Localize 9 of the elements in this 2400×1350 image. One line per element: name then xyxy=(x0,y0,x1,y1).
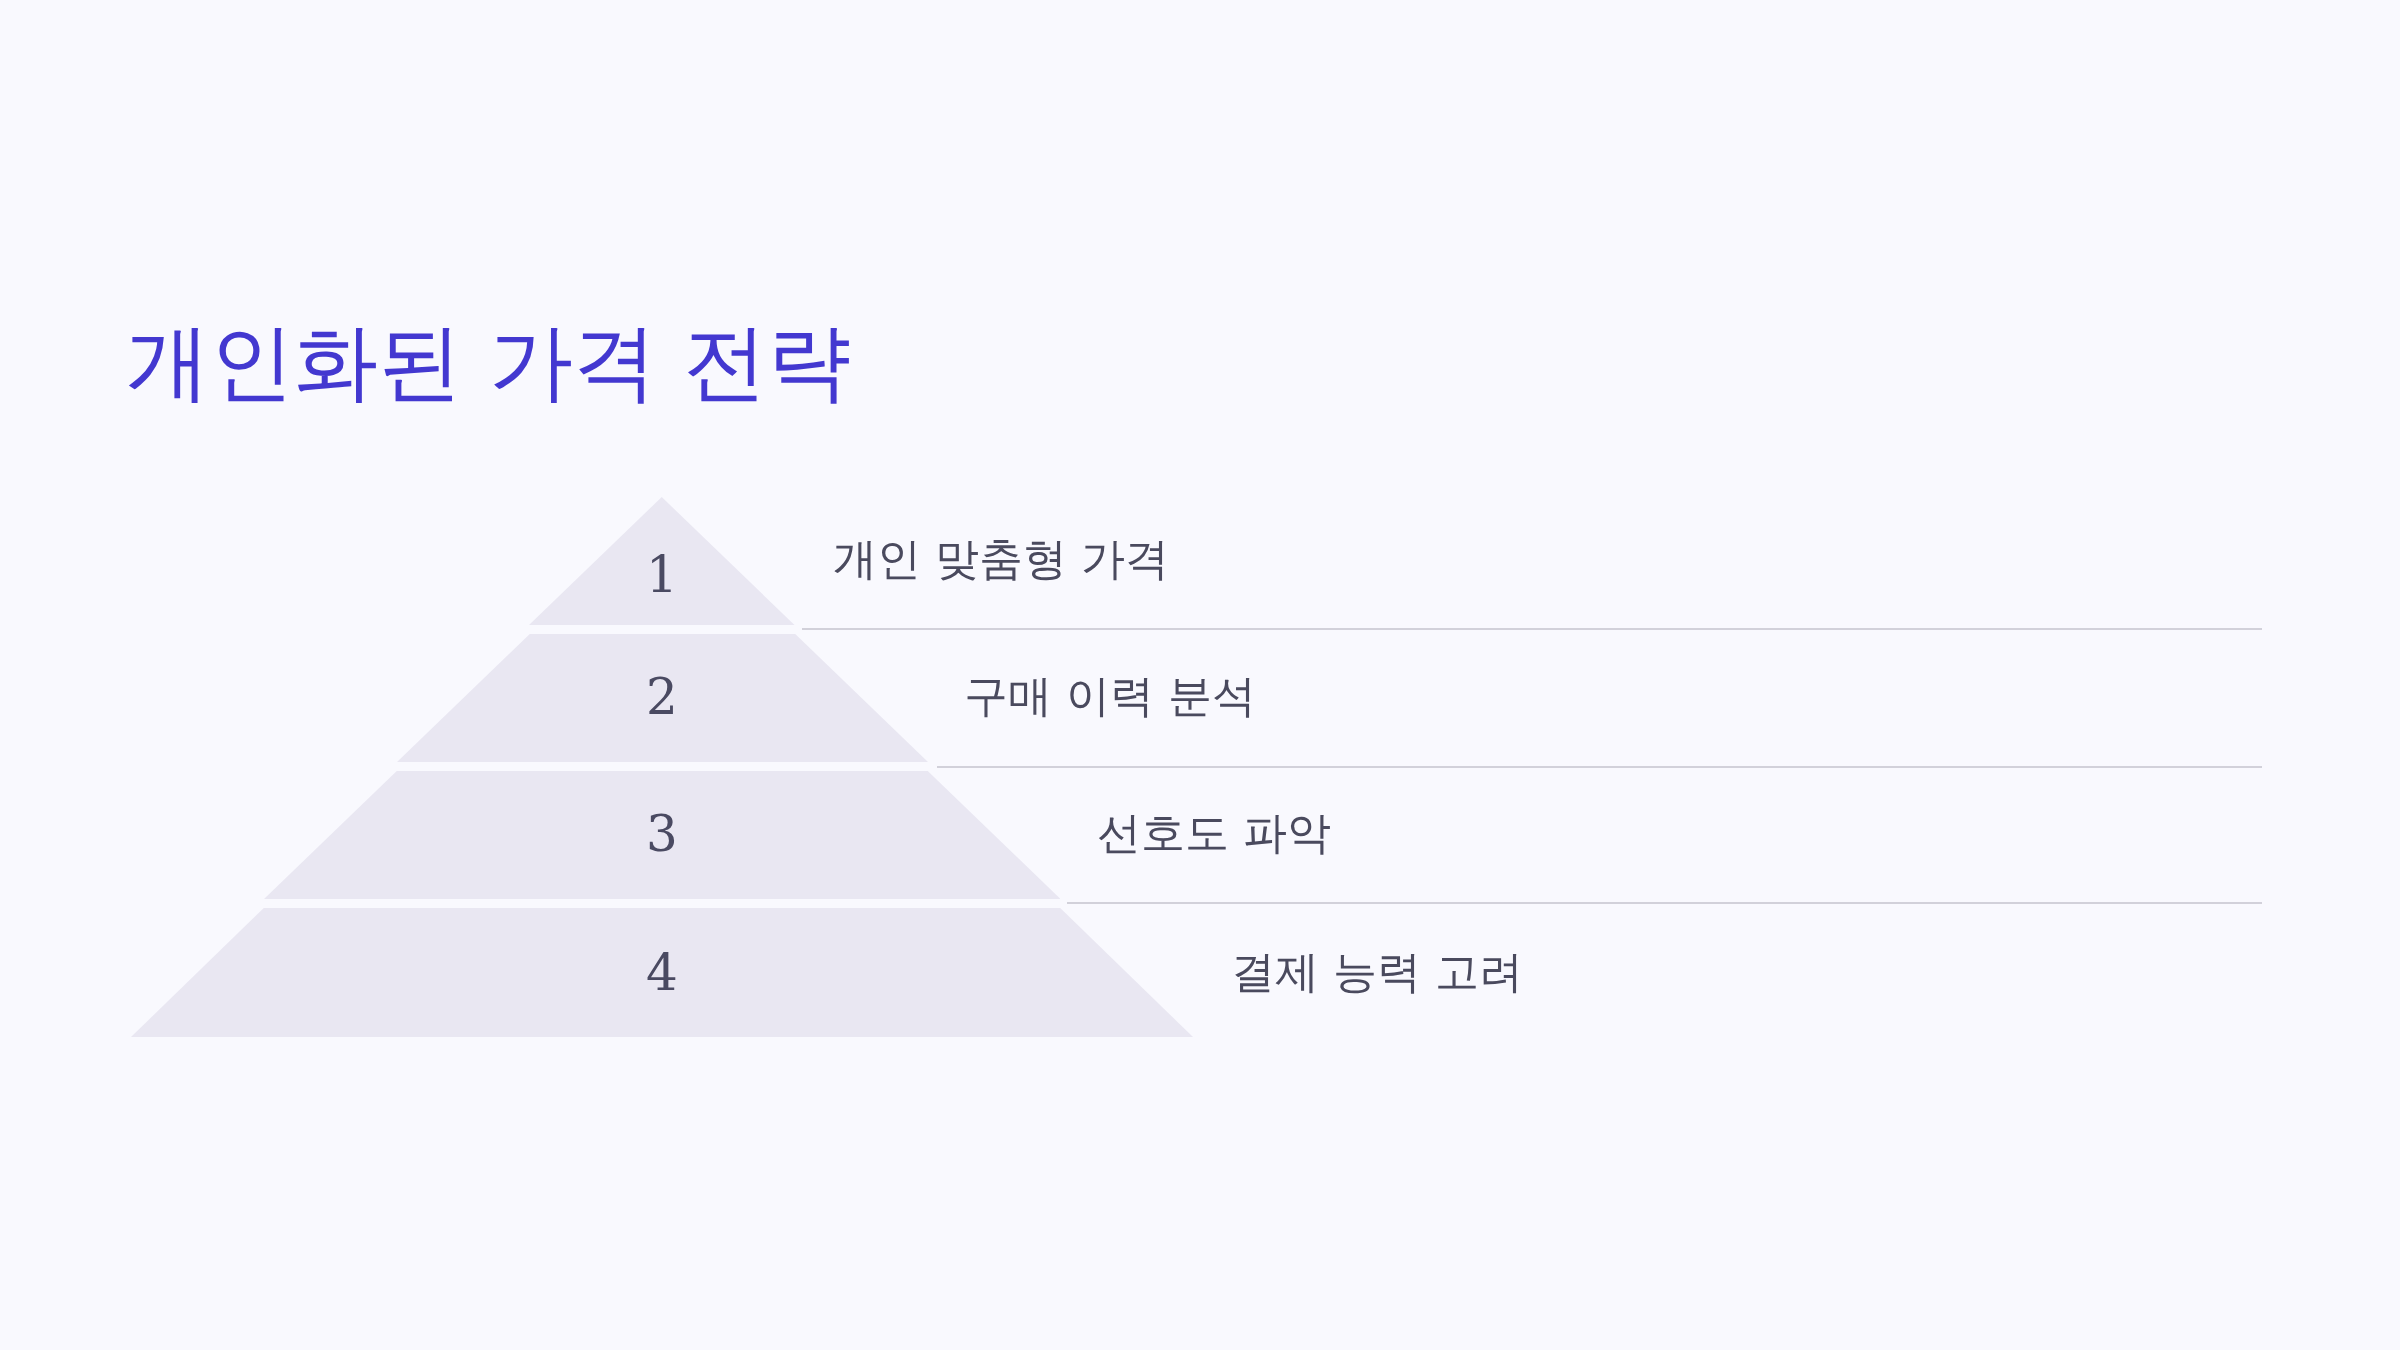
tier-label: 선호도 파악 xyxy=(1097,808,1331,859)
tier-label: 개인 맞춤형 가격 xyxy=(833,534,1169,585)
tier-label: 구매 이력 분석 xyxy=(964,671,1256,722)
title: 개인화된 가격 전략 xyxy=(126,312,852,413)
tier-label: 결제 능력 고려 xyxy=(1231,947,1523,998)
tier-number: 1 xyxy=(646,550,678,600)
tier-number: 4 xyxy=(646,948,678,998)
tier-number: 2 xyxy=(646,672,678,722)
tier-number: 3 xyxy=(646,809,678,859)
